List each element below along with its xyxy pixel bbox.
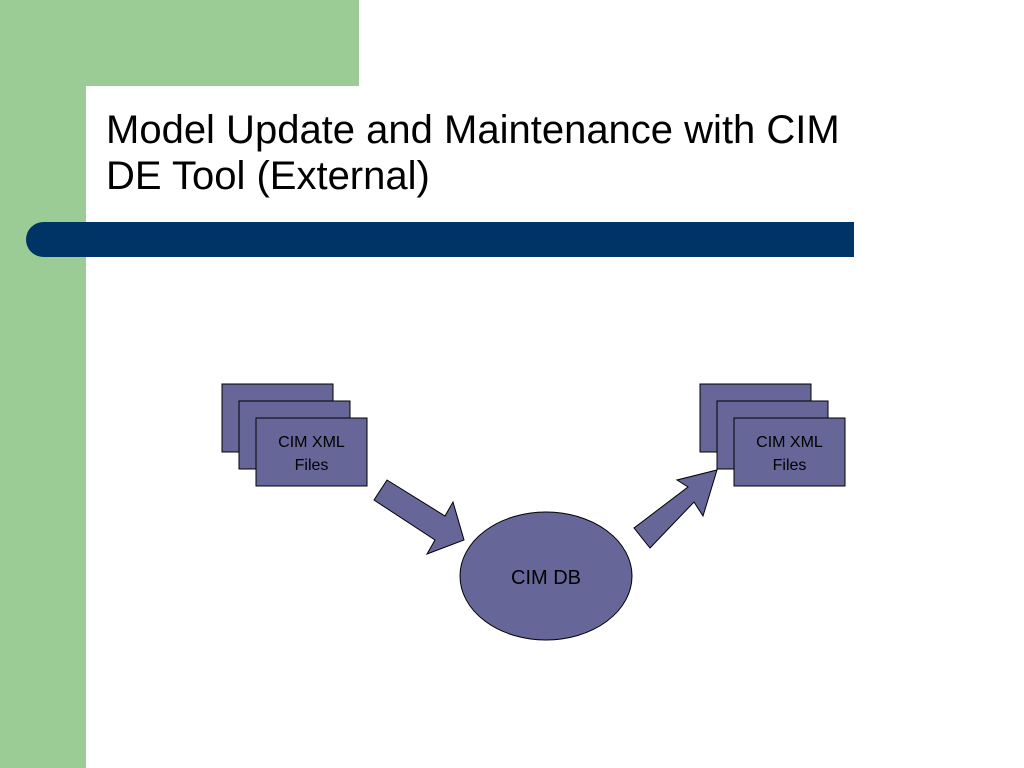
right-file-front	[733, 417, 846, 487]
left-files-label-line1: CIM XML	[278, 434, 345, 451]
right-files-stack: CIM XML Files	[699, 383, 846, 487]
cim-db-label: CIM DB	[511, 567, 581, 589]
left-files-stack: CIM XML Files	[221, 383, 368, 487]
arrow-into-db	[373, 479, 465, 555]
left-file-front	[255, 417, 368, 487]
left-files-label-line2: Files	[295, 457, 329, 474]
title-line-2: DE Tool (External)	[106, 154, 430, 198]
arrow-out-of-db	[633, 469, 718, 549]
title-underline-bar	[26, 222, 854, 257]
right-files-label-line1: CIM XML	[756, 434, 823, 451]
left-green-bar	[0, 0, 86, 768]
title-line-1: Model Update and Maintenance with CIM	[106, 108, 840, 152]
right-files-label-line2: Files	[773, 457, 807, 474]
cim-db-node: CIM DB	[459, 511, 633, 641]
top-green-block	[86, 0, 359, 86]
cim-db-ellipse	[459, 511, 633, 641]
slide-title: Model Update and Maintenance with CIM DE…	[106, 107, 926, 199]
